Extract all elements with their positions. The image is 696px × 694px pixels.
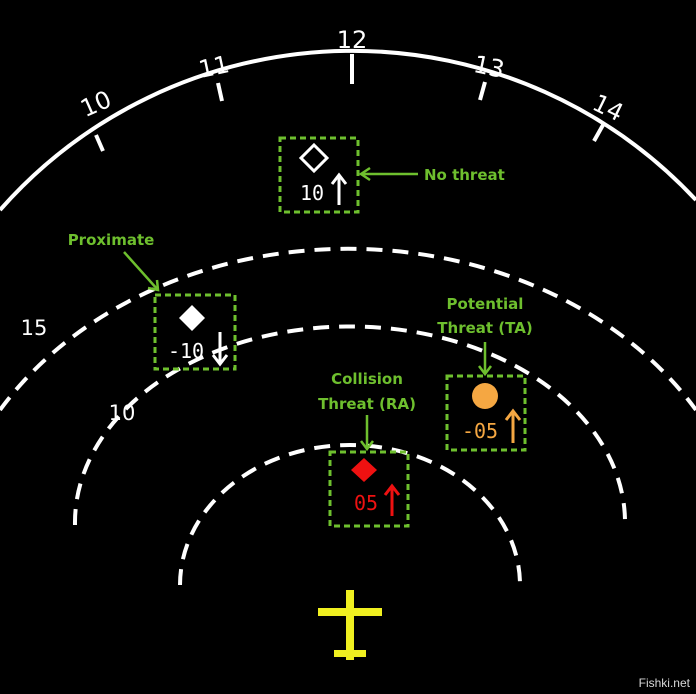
heading-label-13: 13 [471,50,507,84]
heading-label-14: 14 [588,89,628,128]
heading-label-11: 11 [196,50,232,84]
proximate-target[interactable]: -10 [168,305,229,367]
proximate-altitude: -10 [168,339,204,363]
traffic-advisory-target[interactable]: -05 [462,383,522,443]
resolution-advisory-callout-line2: Threat (RA) [318,395,416,413]
no-threat-box [278,136,360,214]
filled-diamond-icon [179,305,205,331]
watermark: Fishki.net [638,676,690,690]
no-threat-callout: No threat [424,166,505,184]
resolution-advisory-callout-arrow [360,415,374,452]
traffic-advisory-callout-line2: Threat (TA) [437,319,532,337]
resolution-advisory-box [328,450,410,528]
no-threat-target[interactable]: 10 [298,142,348,205]
filled-square-icon [351,458,377,482]
arrow-up-icon [504,408,522,443]
traffic-advisory-box [445,374,527,452]
range-label-outer: 15 [21,316,48,340]
arrow-up-icon [330,172,348,205]
compass-ticks [94,54,605,152]
proximate-callout-arrow [123,251,160,292]
heading-label-12: 12 [337,26,368,54]
arrow-down-icon [211,332,229,367]
callout-arrows [123,166,492,452]
resolution-advisory-callout-line1: Collision [331,370,403,388]
no-threat-callout-arrow [358,166,418,182]
resolution-advisory-altitude: 05 [354,491,378,515]
traffic-advisory-callout-arrow [478,342,492,377]
proximate-box [153,293,237,371]
target-boxes [153,136,527,528]
range-ring-inner [178,443,522,586]
range-rings [0,246,696,586]
filled-circle-icon [472,383,498,409]
tick-14 [592,124,605,142]
range-label-inner: 10 [109,401,136,425]
range-ring-middle [72,324,627,526]
tick-13 [478,81,487,101]
open-diamond-icon [298,142,330,174]
proximate-callout: Proximate [68,231,155,249]
own-aircraft-icon [318,590,382,660]
range-ring-outer [0,246,696,412]
tick-10 [94,134,105,152]
traffic-advisory-callout-line1: Potential [447,295,524,313]
traffic-advisory-altitude: -05 [462,419,498,443]
compass-arc [0,48,696,212]
resolution-advisory-target[interactable]: 05 [351,458,401,516]
no-threat-altitude: 10 [300,181,324,205]
tick-11 [216,82,224,102]
arrow-up-icon [383,483,401,516]
callout-labels: No threat Proximate Potential Threat (TA… [68,166,533,413]
